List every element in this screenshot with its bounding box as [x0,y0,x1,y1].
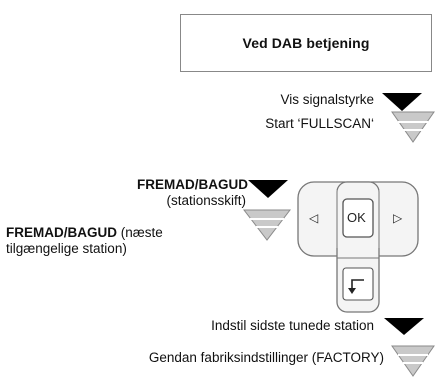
ok-button-label[interactable]: OK [347,210,366,225]
mode-header-box: Ved DAB betjening [180,14,432,72]
label-start-fullscan: Start ‘FULLSCAN‘ [265,116,374,131]
label-forward-back-bold-1: FREMAD/BAGUD [137,177,248,192]
label-factory-reset: Gendan fabriksindstillinger (FACTORY) [148,350,384,365]
long-press-triangle-icon [391,345,435,377]
remote-center-column [336,181,380,313]
left-arrow-icon[interactable]: ◁ [309,211,319,225]
label-next: (næste [117,225,163,240]
label-station-change: (stationsskift) [166,193,246,208]
short-press-triangle-icon [384,318,424,335]
label-forward-back-bold-2: FREMAD/BAGUD [6,225,117,240]
label-last-tuned-station: Indstil sidste tunede station [211,318,374,333]
short-press-triangle-icon [382,93,422,111]
label-available-station: tilgængelige station) [6,241,127,256]
long-press-triangle-icon [242,209,292,241]
label-show-signal-strength: Vis signalstyrke [280,92,374,107]
short-press-triangle-icon [248,180,288,198]
mode-header-title: Ved DAB betjening [242,35,370,51]
label-forward-back-next-station: FREMAD/BAGUD (næste [6,225,163,241]
right-arrow-icon[interactable]: ▷ [393,211,403,225]
return-button [342,267,374,301]
long-press-triangle-icon [391,111,435,143]
return-arrow-icon [351,279,364,292]
